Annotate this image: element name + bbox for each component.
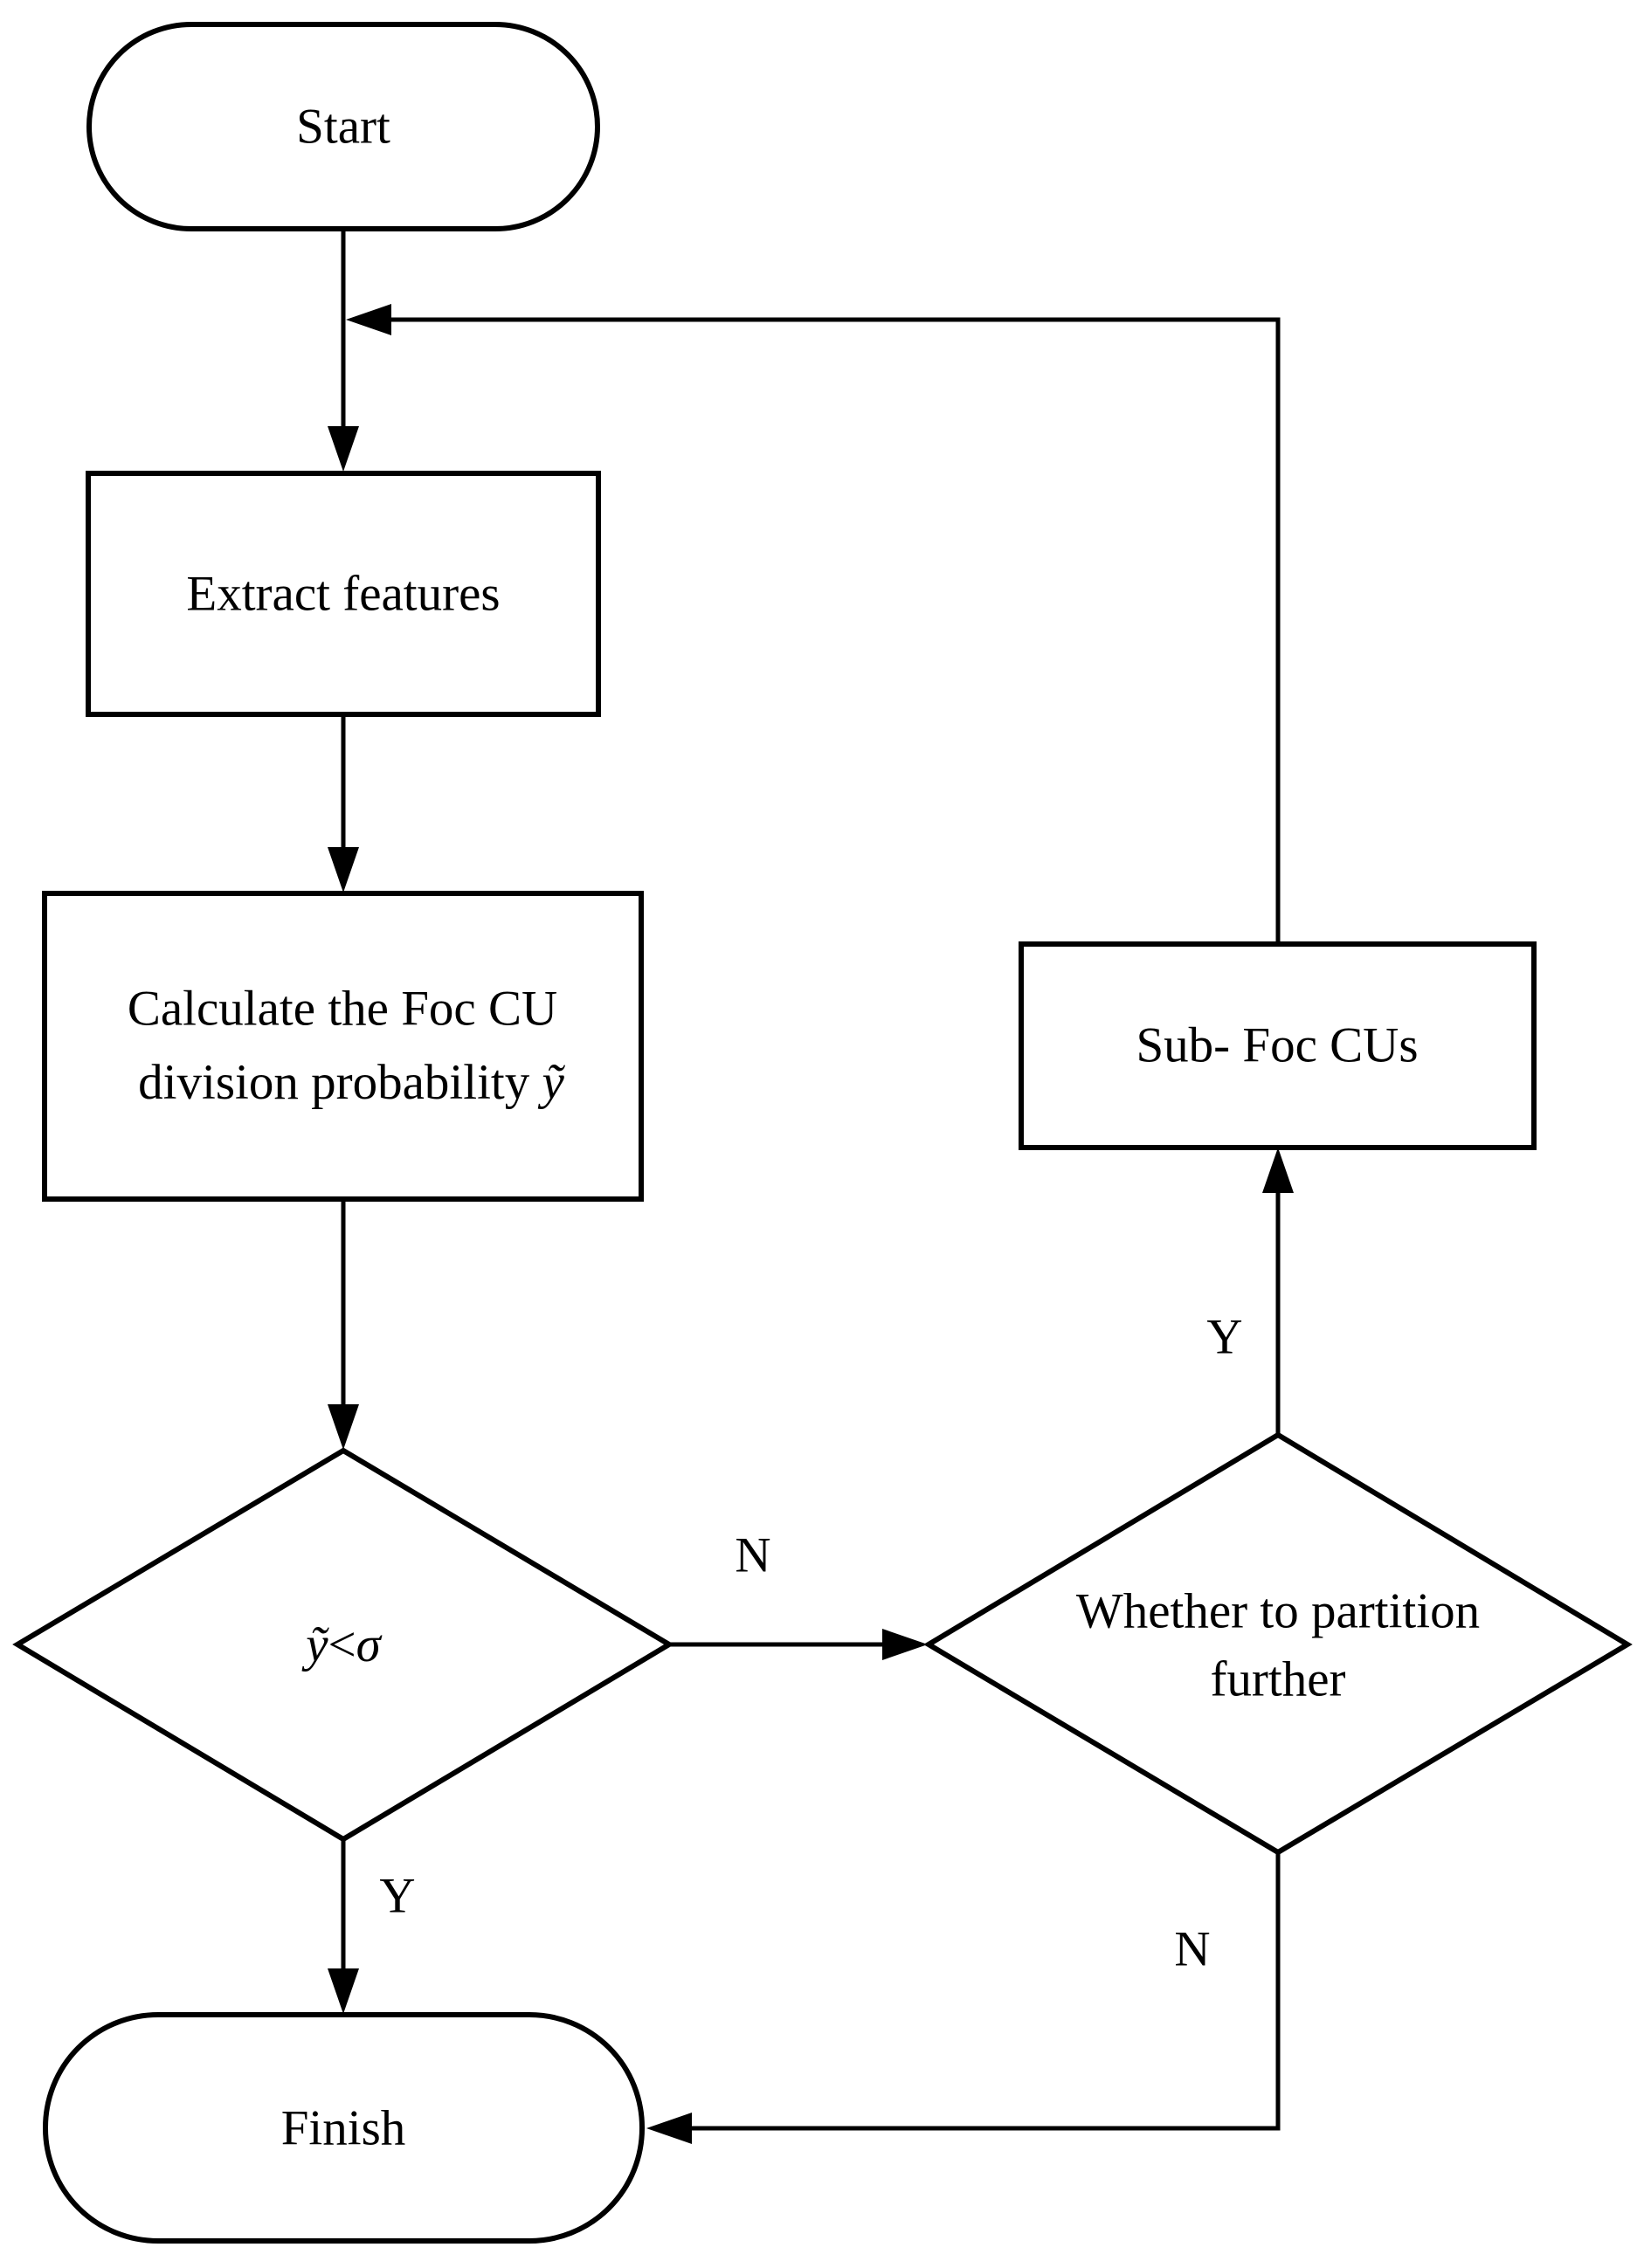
arrowhead-calculate — [328, 847, 359, 893]
decision-yes-label: Y — [379, 1869, 415, 1924]
finish-label: Finish — [281, 2101, 406, 2156]
partition-no-label: N — [1174, 1922, 1210, 1977]
sub-foc-cus-box — [1019, 941, 1537, 1150]
calculate-label-line2: division probability ỹ — [138, 1055, 565, 1110]
arrowhead-sub — [1262, 1148, 1294, 1193]
decision-no-label: N — [735, 1528, 770, 1583]
partition-label-line1: Whether to partition — [1076, 1584, 1480, 1639]
start-terminal — [86, 22, 600, 231]
extract-features-label: Extract features — [186, 567, 500, 622]
threshold-decision — [12, 1447, 674, 1843]
calculate-label-line1: Calculate the Foc CU — [128, 982, 557, 1037]
start-label: Start — [296, 100, 390, 155]
arrowhead-loop — [346, 304, 391, 335]
arrowhead-finish-right — [646, 2113, 692, 2144]
arrowhead-finish-top — [328, 1968, 359, 2014]
partition-label-line2: further — [1210, 1652, 1345, 1707]
arrowhead-decision — [328, 1404, 359, 1450]
decision-label: ỹ<σ — [301, 1617, 382, 1672]
arrowhead-partition — [882, 1629, 928, 1660]
calculate-probability-box — [42, 891, 644, 1202]
finish-terminal — [43, 2012, 645, 2244]
y-tilde-symbol: ỹ — [538, 1055, 566, 1110]
edge-partition-no-to-finish — [690, 1852, 1281, 2131]
partition-decision — [923, 1431, 1633, 1856]
sub-foc-cus-label: Sub- Foc CUs — [1136, 1018, 1418, 1073]
partition-yes-label: Y — [1206, 1310, 1242, 1365]
edge-sub-loop-back — [390, 317, 1281, 944]
extract-features-box — [86, 471, 601, 717]
arrowhead-extract — [328, 426, 359, 472]
